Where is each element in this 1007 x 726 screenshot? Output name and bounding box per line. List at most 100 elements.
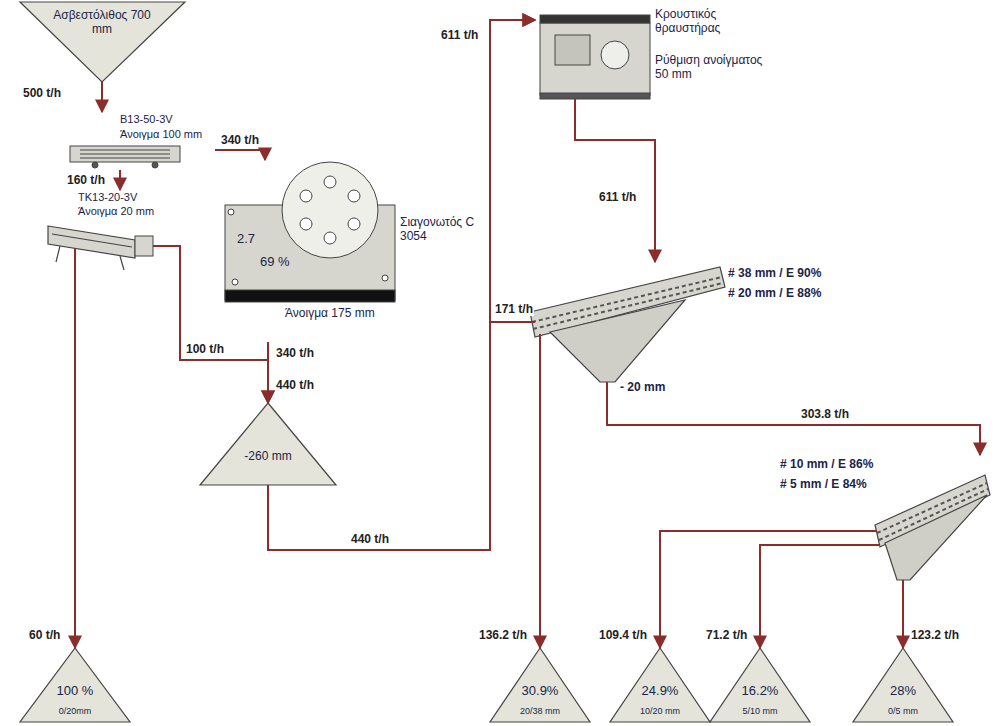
equipment-label: 16.2% [710, 684, 810, 698]
flow-line [267, 342, 269, 403]
equipment-outline [540, 23, 650, 95]
equipment-label: 69 % [260, 255, 290, 269]
flow-line [660, 531, 775, 648]
stockpile-drawing [200, 403, 336, 485]
equipment-outline [228, 209, 234, 215]
flow-rate: 171 t/h [494, 302, 534, 316]
equipment-label: 2.7 [237, 232, 255, 246]
double-deck-screen: # 38 mm / E 90% # 20 mm / E 88% - 20 mm [530, 262, 850, 397]
jaw-crusher: Σιαγονωτός C 3054 2.7 69 % Άνοιγμα 175 mm [225, 160, 477, 342]
equipment-outline [200, 403, 336, 485]
equipment-outline [282, 162, 378, 258]
equipment-label: -260 mm [200, 449, 336, 463]
flow-line [607, 397, 980, 455]
vibrating-screen: TK13-20-3VΆνοιγμα 20 mm [40, 190, 170, 275]
equipment-outline [610, 648, 710, 722]
double-deck-screen-drawing [530, 262, 850, 397]
equipment-outline [540, 15, 650, 23]
equipment-outline [853, 648, 953, 722]
product-stockpile: 24.9% 10/20 mm [610, 648, 712, 722]
equipment-outline [20, 648, 130, 722]
double-deck-screen-drawing [775, 455, 995, 595]
equipment-label: 30.9% [490, 684, 590, 698]
flow-rate: 440 t/h [275, 378, 315, 392]
equipment-outline [20, 2, 185, 82]
equipment-label: Άνοιγμα 20 mm [78, 204, 154, 218]
equipment-outline [775, 531, 903, 595]
product-stockpile: 28% 0/5 mm [853, 648, 955, 722]
flow-rate: 60 t/h [28, 628, 61, 642]
equipment-outline [70, 146, 180, 162]
flow-rate: 100 t/h [185, 342, 225, 356]
flow-rate: 71.2 t/h [705, 628, 748, 642]
equipment-outline [324, 232, 336, 244]
equipment-outline [574, 99, 576, 105]
equipment-outline [74, 248, 76, 275]
flow-rate: 611 t/h [440, 28, 479, 42]
equipment-label: Ασβεστόλιθος 700 mm [47, 8, 157, 36]
feed-hopper: Ασβεστόλιθος 700 mm [20, 2, 185, 82]
equipment-outline [92, 162, 98, 168]
equipment-outline [550, 300, 685, 382]
flow-line [490, 20, 535, 322]
product-stockpile: 16.2% 5/10 mm [710, 648, 812, 722]
equipment-label: 20/38 mm [490, 704, 590, 718]
equipment-label: TK13-20-3V [78, 190, 137, 204]
equipment-label: 10/20 mm [610, 704, 710, 718]
equipment-label: # 20 mm / E 88% [728, 286, 821, 300]
equipment-outline [601, 41, 629, 69]
equipment-outline [52, 234, 132, 247]
flow-rate: 500 t/h [22, 86, 62, 100]
equipment-outline [152, 162, 158, 168]
stockpile: -260 mm [200, 403, 338, 485]
flow-line [539, 397, 541, 648]
equipment-outline [225, 290, 395, 302]
flow-rate: 109.4 t/h [598, 628, 648, 642]
product-stockpile: 100 %0/20mm [20, 648, 132, 722]
equipment-label: Άνοιγμα 100 mm [120, 127, 202, 141]
flow-line [902, 595, 904, 648]
equipment-label: B13-50-3V [120, 112, 173, 126]
flow-rate: 440 t/h [350, 532, 390, 546]
equipment-outline [48, 226, 135, 258]
equipment-outline [555, 35, 590, 65]
equipment-label: 5/10 mm [710, 704, 810, 718]
equipment-label: 0/5 mm [853, 704, 953, 718]
equipment-label: Σιαγονωτός C 3054 [400, 215, 475, 243]
equipment-outline [382, 275, 388, 281]
equipment-outline [232, 279, 238, 285]
equipment-outline [135, 236, 153, 256]
equipment-label: 24.9% [610, 684, 710, 698]
flow-line [575, 105, 655, 262]
product-stockpile: 30.9% 20/38 mm [490, 648, 592, 722]
equipment-label: # 38 mm / E 90% [728, 266, 821, 280]
equipment-label: # 5 mm / E 84% [780, 477, 867, 491]
equipment-outline [153, 245, 170, 247]
grizzly-screen: B13-50-3VΆνοιγμα 100 mm [65, 112, 215, 170]
flow-rate: 340 t/h [220, 133, 260, 147]
flow-line [215, 150, 265, 160]
equipment-label: Άνοιγμα 175 mm [285, 306, 375, 320]
equipment-outline [300, 190, 312, 202]
equipment-outline [540, 93, 650, 99]
flow-rate: 136.2 t/h [478, 628, 528, 642]
equipment-outline [885, 495, 987, 580]
equipment-label: Κρουστικός θραυστήρας [655, 7, 765, 35]
equipment-label: 100 % [20, 684, 130, 698]
double-deck-screen: # 10 mm / E 86%# 5 mm / E 84% [775, 455, 995, 595]
equipment-outline [530, 322, 607, 397]
flow-rate: 160 t/h [66, 173, 106, 187]
equipment-outline [324, 176, 336, 188]
impact-crusher: Κρουστικός θραυστήραςΡύθμιση ανοίγματος … [535, 5, 767, 105]
flow-rate: 303.8 t/h [800, 407, 850, 421]
equipment-outline [710, 648, 810, 722]
equipment-label: Ρύθμιση ανοίγματος 50 mm [655, 53, 765, 81]
equipment-label: 28% [853, 684, 953, 698]
equipment-outline [348, 218, 360, 230]
flow-line [119, 170, 121, 190]
equipment-label: - 20 mm [620, 380, 665, 394]
equipment-outline [348, 190, 360, 202]
equipment-outline [300, 218, 312, 230]
